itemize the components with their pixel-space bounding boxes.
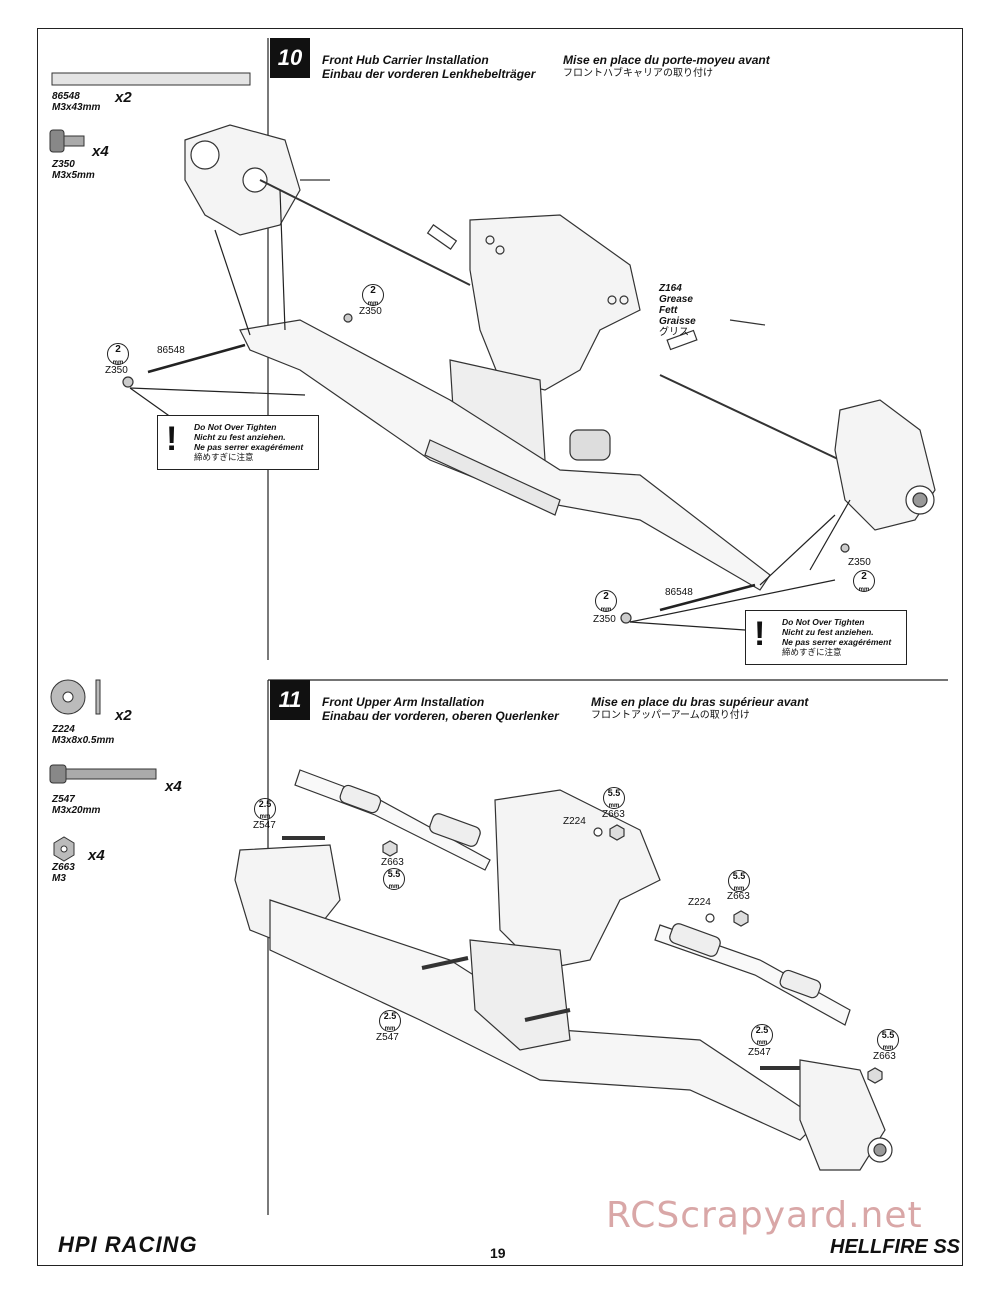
part-label: Z224 <box>688 897 711 908</box>
washer-icon <box>50 679 101 715</box>
step10-illustration <box>122 124 936 631</box>
part-code: 86548 <box>52 91 80 102</box>
part-desc: M3x43mm <box>52 102 101 113</box>
part-label: Z663 <box>381 857 404 868</box>
warning-box: ! Do Not Over Tighten Nicht zu fest anzi… <box>157 415 319 470</box>
page-number: 19 <box>490 1245 506 1261</box>
exclamation-icon: ! <box>166 420 178 458</box>
part-qty: x4 <box>165 778 182 795</box>
part-label: Z663 <box>602 809 625 820</box>
part-label: Z663 <box>727 891 750 902</box>
part-desc: M3x8x0.5mm <box>52 735 115 746</box>
step-title-jp: フロントハブキャリアの取り付け <box>563 68 713 79</box>
part-qty: x2 <box>115 89 132 106</box>
step-number: 11 <box>270 680 310 720</box>
part-label: Z547 <box>253 820 276 831</box>
long-screw-icon <box>49 764 157 784</box>
exclamation-icon: ! <box>754 615 766 653</box>
grease-fr: Graisse <box>659 316 696 327</box>
part-desc: M3x5mm <box>52 170 95 181</box>
step-title-jp: フロントアッパーアームの取り付け <box>591 710 750 721</box>
part-label: Z547 <box>748 1047 771 1058</box>
warning-box: ! Do Not Over Tighten Nicht zu fest anzi… <box>745 610 907 665</box>
part-qty: x4 <box>88 847 105 864</box>
part-qty: x2 <box>115 707 132 724</box>
part-code: Z224 <box>52 724 75 735</box>
part-qty: x4 <box>92 143 109 160</box>
step-title-fr: Mise en place du bras supérieur avant <box>591 695 809 709</box>
part-desc: M3x20mm <box>52 805 101 816</box>
step-title-fr: Mise en place du porte-moyeu avant <box>563 53 770 67</box>
hellfire-logo: HELLFIRE SS <box>830 1236 961 1258</box>
part-code: Z663 <box>52 862 75 873</box>
part-label: Z547 <box>376 1032 399 1043</box>
part-code: Z547 <box>52 794 75 805</box>
step-title-de: Einbau der vorderen Lenkhebelträger <box>322 67 536 81</box>
grease-code: Z164 <box>659 283 682 294</box>
part-label: Z350 <box>359 306 382 317</box>
part-code: Z350 <box>52 159 75 170</box>
step11-illustration <box>234 769 893 1171</box>
part-desc: M3 <box>52 873 66 884</box>
step-title-en: Front Hub Carrier Installation <box>322 53 489 67</box>
step-number: 10 <box>270 38 310 78</box>
part-label: Z224 <box>563 816 586 827</box>
part-label: Z663 <box>873 1051 896 1062</box>
grease-en: Grease <box>659 294 693 305</box>
page-frame <box>37 28 963 1266</box>
part-label: Z350 <box>848 557 871 568</box>
grease-de: Fett <box>659 305 678 316</box>
step-title-en: Front Upper Arm Installation <box>322 695 485 709</box>
part-label: Z350 <box>593 614 616 625</box>
step-title-de: Einabau der vorderen, oberen Querlenker <box>322 709 559 723</box>
part-label: 86548 <box>157 345 185 356</box>
part-label: Z350 <box>105 365 128 376</box>
part-label: 86548 <box>665 587 693 598</box>
screw-icon <box>49 129 85 153</box>
watermark: RCScrapyard.net <box>606 1195 923 1236</box>
grease-jp: グリス <box>659 327 689 338</box>
shaft-icon <box>51 72 251 86</box>
hpi-logo: HPI RACING <box>58 1232 198 1257</box>
